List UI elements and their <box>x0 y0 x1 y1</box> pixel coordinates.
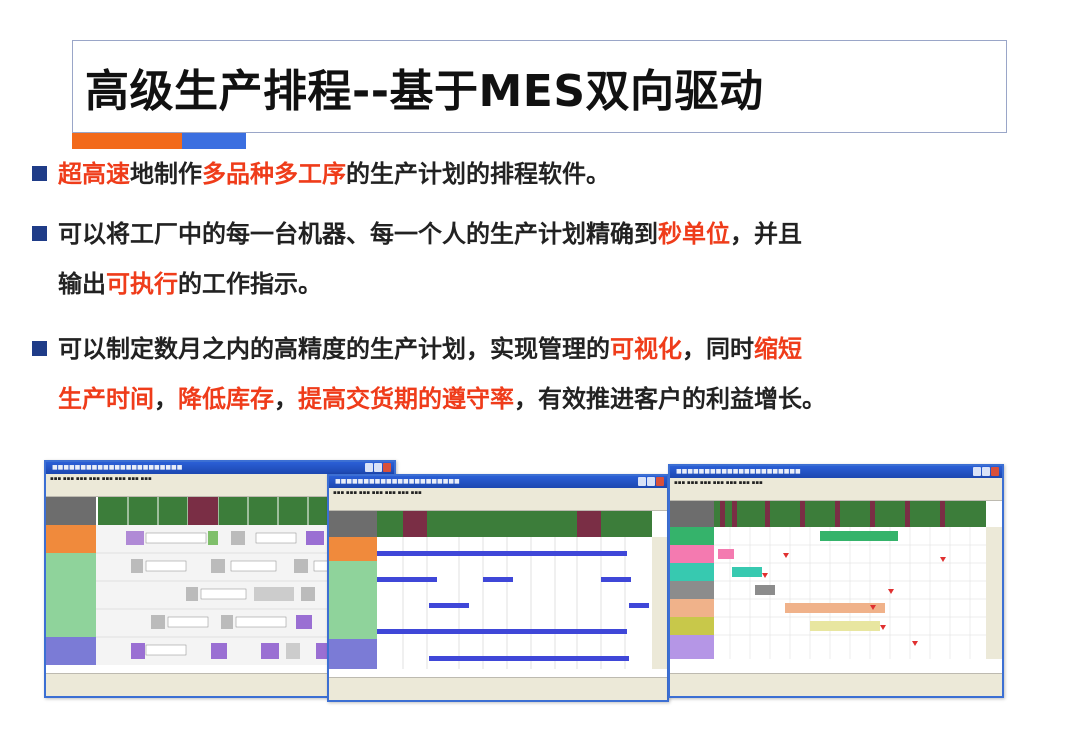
title-box: 高级生产排程--基于MES双向驱动 <box>72 40 1007 133</box>
screenshot-load-table: ■■■■■■■■■■■■■■■■■■■■■■ ▪▪▪ ▪▪▪ ▪▪▪ ▪▪▪ ▪… <box>327 474 669 702</box>
bullet-marker-3 <box>32 341 47 356</box>
accent-bar-blue <box>182 133 246 149</box>
body-text: ， <box>274 385 298 413</box>
body-text: 可以制定数月之内的高精度的生产计划，实现管理的 <box>58 335 610 363</box>
highlight-text: 降低库存 <box>178 385 274 413</box>
bullet-marker-1 <box>32 166 47 181</box>
body-text: 的工作指示。 <box>178 270 322 298</box>
highlight-text: 可执行 <box>106 270 178 298</box>
bullet-3-line-1: 可以制定数月之内的高精度的生产计划，实现管理的可视化，同时缩短 <box>58 333 802 365</box>
bullet-3-line-2: 生产时间，降低库存，提高交货期的遵守率，有效推进客户的利益增长。 <box>58 383 826 415</box>
body-text: ，并且 <box>730 220 802 248</box>
body-text: 地制作 <box>130 160 202 188</box>
highlight-text: 提高交货期的遵守率 <box>298 385 514 413</box>
bullet-2-line-2: 输出可执行的工作指示。 <box>58 268 322 300</box>
bullet-marker-2 <box>32 226 47 241</box>
highlight-text: 缩短 <box>754 335 802 363</box>
schedule-chart-graphic <box>670 501 1002 659</box>
page-title: 高级生产排程--基于MES双向驱动 <box>85 66 764 117</box>
highlight-text: 多品种多工序 <box>202 160 346 188</box>
body-text: ， <box>154 385 178 413</box>
body-text: 输出 <box>58 270 106 298</box>
body-text: 可以将工厂中的每一台机器、每一个人的生产计划精确到 <box>58 220 658 248</box>
highlight-text: 可视化 <box>610 335 682 363</box>
highlight-text: 超高速 <box>58 160 130 188</box>
load-table-graphic <box>329 511 667 669</box>
body-text: ，有效推进客户的利益增长。 <box>514 385 826 413</box>
body-text: ，同时 <box>682 335 754 363</box>
screenshot-schedule-chart: ■■■■■■■■■■■■■■■■■■■■■■ ▪▪▪ ▪▪▪ ▪▪▪ ▪▪▪ ▪… <box>668 464 1004 698</box>
body-text: 的生产计划的排程软件。 <box>346 160 610 188</box>
highlight-text: 生产时间 <box>58 385 154 413</box>
accent-bar-orange <box>72 133 182 149</box>
bullet-1-line-1: 超高速地制作多品种多工序的生产计划的排程软件。 <box>58 158 610 190</box>
bullet-2-line-1: 可以将工厂中的每一台机器、每一个人的生产计划精确到秒单位，并且 <box>58 218 802 250</box>
highlight-text: 秒单位 <box>658 220 730 248</box>
